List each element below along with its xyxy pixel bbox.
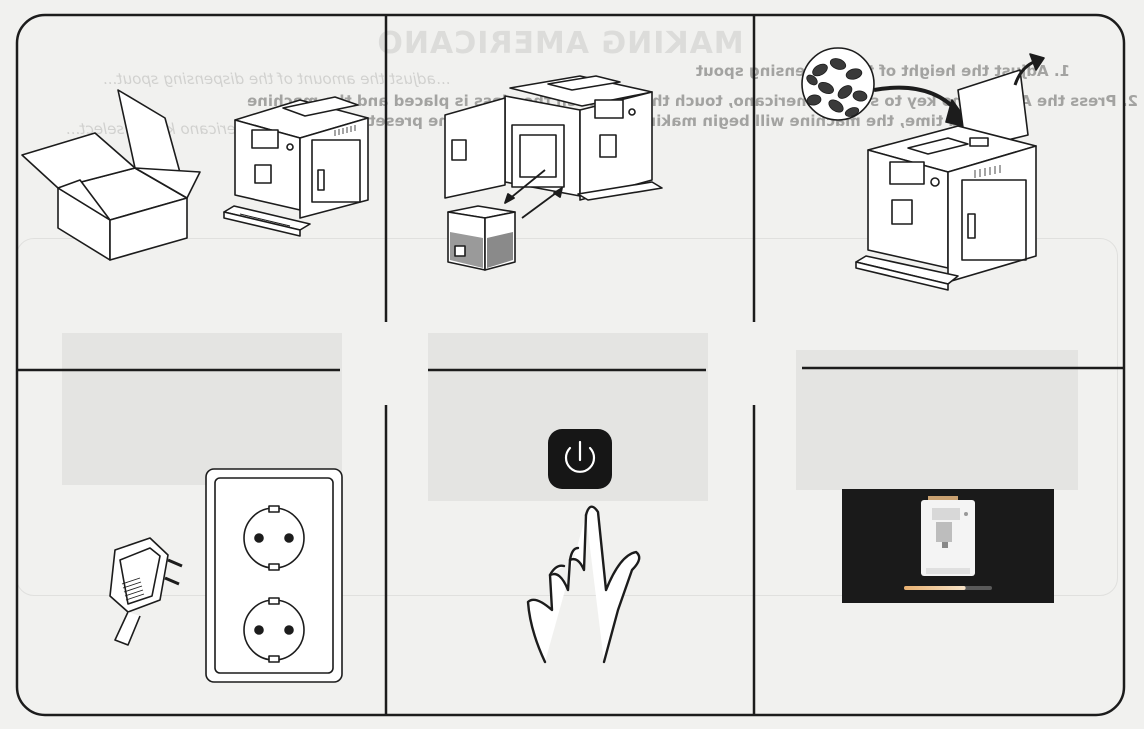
pointing-hand-icon (526, 505, 641, 664)
box-icon (21, 89, 201, 261)
coffee-machine-icon (855, 125, 1037, 291)
panel-unbox (21, 89, 369, 261)
curved-arrow-icon (873, 85, 973, 129)
power-plug-icon (109, 537, 183, 646)
panel-add-beans (801, 47, 1045, 291)
coffee-beans-icon (801, 47, 875, 121)
panel-press-power (526, 429, 641, 664)
in-out-arrows-icon (504, 169, 563, 219)
progress-fill (904, 586, 966, 590)
outer-frame (15, 13, 1126, 717)
panel-water-tank (444, 75, 663, 271)
grid-dividers (17, 15, 1124, 715)
panel-plug-in (109, 468, 343, 683)
water-tank-icon (447, 205, 516, 271)
progress-bar-icon (904, 586, 992, 590)
coffee-machine-icon (223, 96, 369, 237)
panel-startup-screen (842, 489, 1054, 603)
coffee-machine-open-door-icon (444, 75, 663, 201)
display-machine-icon (921, 496, 975, 576)
wall-socket-icon (205, 468, 343, 683)
power-button-icon[interactable] (548, 429, 612, 489)
